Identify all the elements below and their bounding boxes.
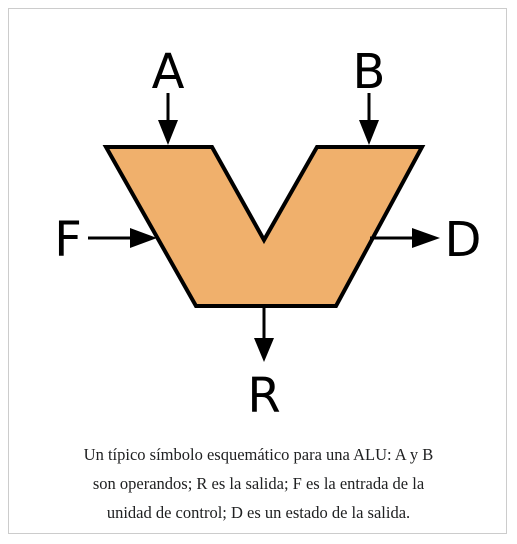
alu-body (102, 145, 426, 308)
input-f-arrow (88, 228, 157, 248)
output-d-label: D (445, 212, 482, 268)
caption-line-3: unidad de control; D es un estado de la … (106, 503, 411, 522)
output-d-arrow (370, 228, 440, 248)
caption-line-1: Un típico símbolo esquemático para una A… (83, 445, 434, 464)
input-b-label: B (353, 44, 386, 100)
output-r-arrow (254, 307, 274, 362)
input-a-label: A (152, 44, 185, 100)
input-f-label: F (54, 212, 82, 268)
figure-caption: Un típico símbolo esquemático para una A… (20, 440, 497, 527)
input-a-arrow (158, 93, 178, 145)
caption-line-2: son operandos; R es la salida; F es la e… (92, 474, 425, 493)
alu-diagram: A B F D R (54, 44, 482, 424)
input-b-arrow (359, 93, 379, 145)
output-r-label: R (247, 368, 280, 424)
